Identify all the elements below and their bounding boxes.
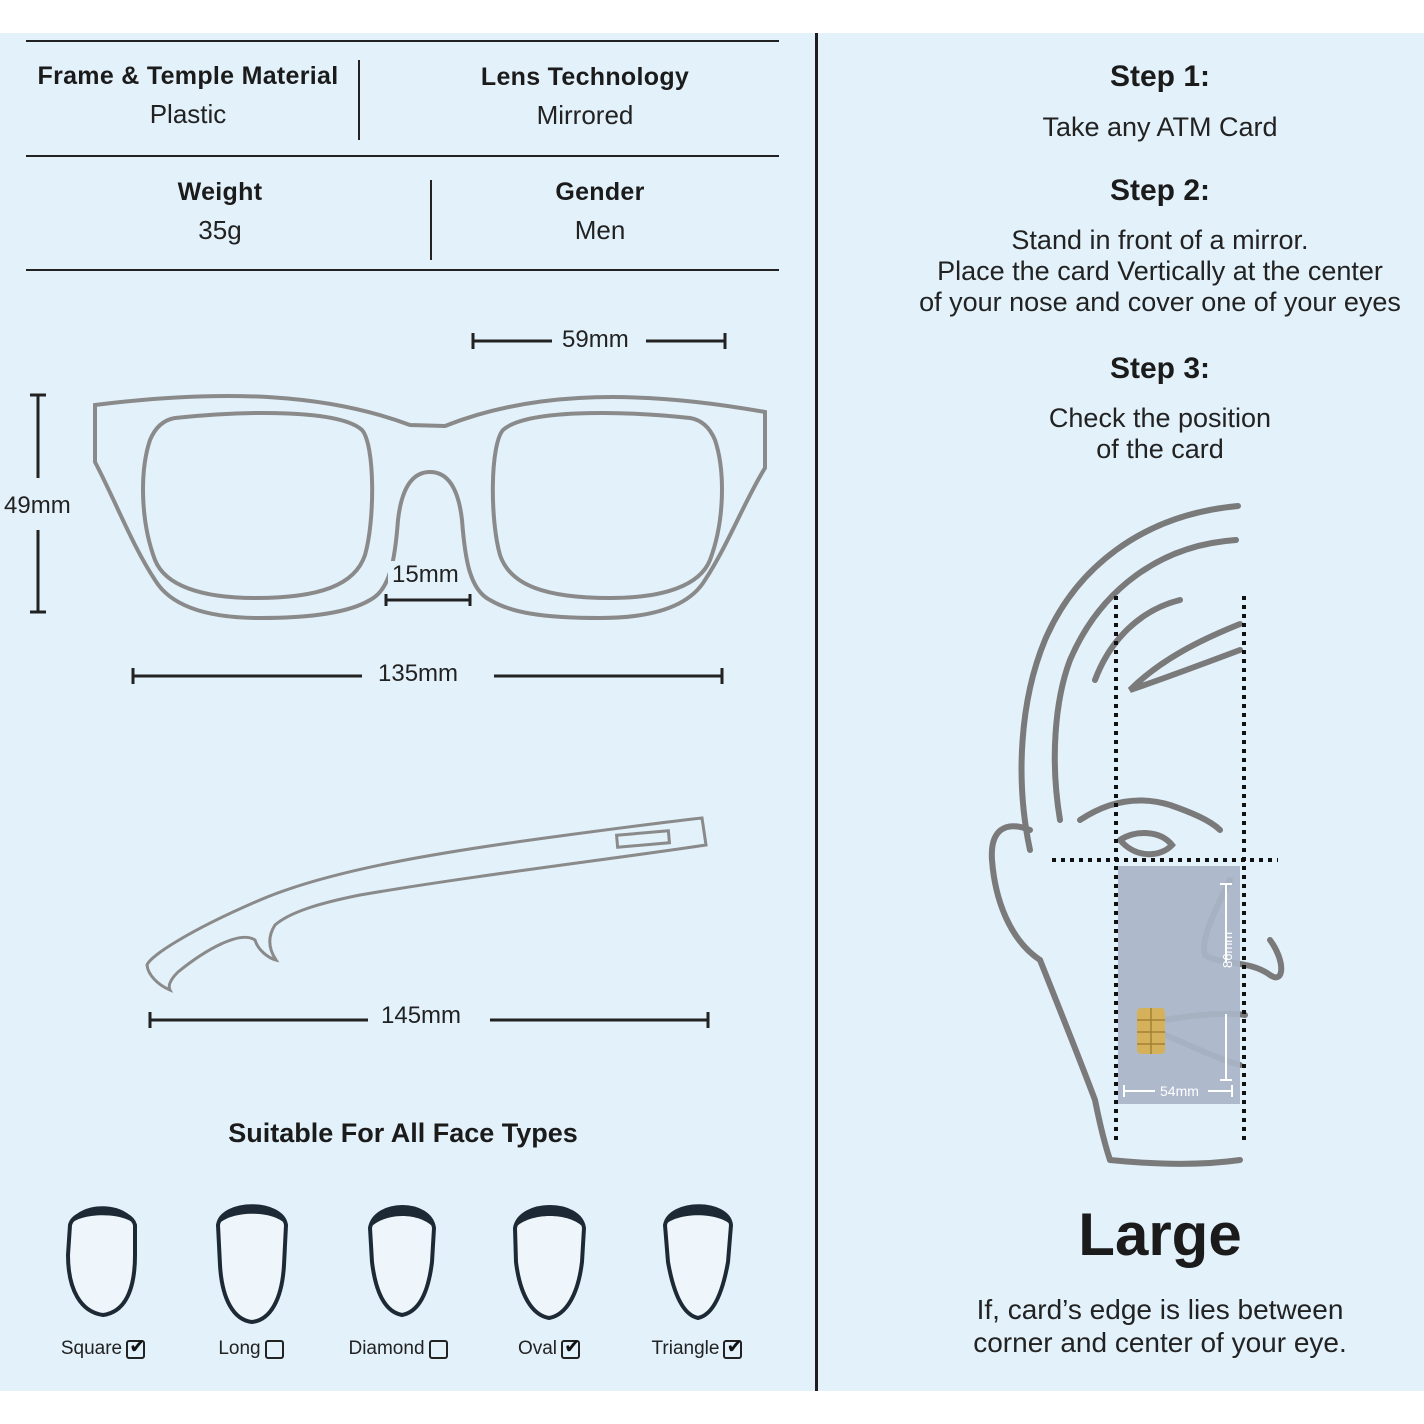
face-types-title: Suitable For All Face Types (228, 1118, 578, 1148)
face-outlines (65, 1204, 734, 1325)
lens-width-label: 59mm (558, 326, 633, 354)
dimension-lines (30, 333, 727, 1028)
spec-frame-material: Frame & Temple Material Plastic (28, 62, 348, 130)
atm-card (1118, 866, 1240, 1104)
card-width-label: 54mm (1160, 1083, 1199, 1099)
spec-gender: Gender Men (500, 178, 700, 246)
spec-table-top-rule (26, 40, 779, 42)
step-description: Check the position of the card (1048, 403, 1272, 464)
temple-arm-drawing (145, 816, 708, 993)
face-type-oval: Oval (484, 1334, 614, 1360)
spec-value: Plastic (149, 99, 227, 129)
face-type-square: Square (38, 1334, 168, 1360)
head-illustration (988, 503, 1285, 1167)
frame-width-label: 135mm (374, 660, 463, 688)
checkbox-empty-icon (428, 1339, 448, 1359)
face-type-triangle: Triangle (632, 1334, 762, 1360)
step-description: Take any ATM Card (1042, 112, 1278, 142)
face-type-diamond: Diamond (333, 1338, 463, 1360)
step-2: Step 2: Stand in front of a mirror. Plac… (880, 174, 1424, 318)
spec-value: Men (574, 215, 626, 245)
frame-size-label: Large (1078, 1201, 1242, 1268)
temple-length-label: 145mm (377, 1002, 466, 1030)
spec-label: Gender (555, 178, 645, 206)
spec-table-bottom-rule (26, 269, 779, 271)
spec-label: Weight (177, 178, 263, 206)
step-3: Step 3: Check the position of the card (880, 352, 1424, 465)
spec-weight: Weight 35g (120, 178, 320, 246)
spec-label: Lens Technology (480, 63, 690, 91)
checkbox-empty-icon (264, 1339, 284, 1359)
lens-height-label: 49mm (0, 492, 75, 520)
spec-label: Frame & Temple Material (37, 62, 339, 90)
spec-value: Mirrored (536, 100, 634, 130)
step-title: Step 3: (1109, 352, 1211, 385)
step-description: Stand in front of a mirror. Place the ca… (919, 225, 1401, 317)
frame-size-description: If, card’s edge is lies between corner a… (973, 1294, 1347, 1358)
vertical-divider (815, 33, 818, 1391)
dotted-guides (1052, 596, 1278, 1142)
spec-value: 35g (198, 215, 242, 245)
spec-table-mid-rule (26, 155, 779, 157)
step-title: Step 1: (1109, 60, 1211, 93)
face-type-long: Long (186, 1338, 316, 1360)
step-title: Step 2: (1109, 174, 1211, 207)
spec-separator (358, 60, 360, 140)
checkbox-checked-icon (561, 1334, 581, 1359)
spec-lens-technology: Lens Technology Mirrored (430, 63, 740, 131)
bridge-width-label: 15mm (388, 561, 463, 589)
glasses-front-drawing (93, 393, 767, 621)
checkbox-checked-icon (723, 1334, 743, 1359)
checkbox-checked-icon (126, 1334, 146, 1359)
card-height-label: 86mm (1220, 931, 1235, 968)
step-1: Step 1: Take any ATM Card (880, 60, 1424, 143)
spec-separator (430, 180, 432, 260)
